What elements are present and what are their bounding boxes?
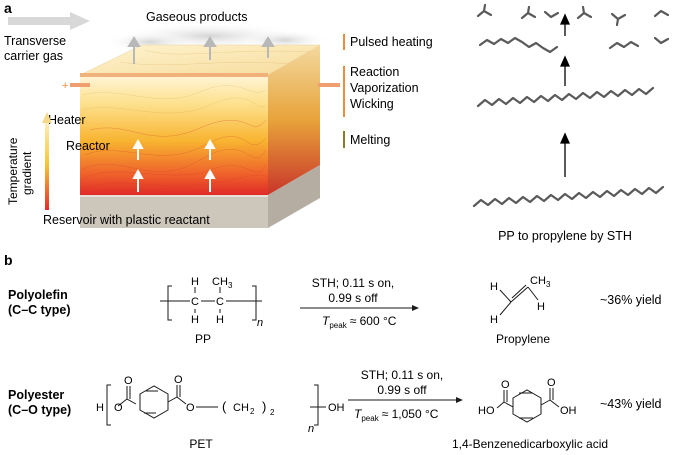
prop-ch3: CH — [530, 275, 546, 287]
prop-h2: H — [490, 314, 498, 326]
row1-temp: Tpeak≈ 600 °C — [322, 314, 397, 330]
reservoir-label: Reservoir with plastic reactant — [43, 213, 210, 227]
polyester-type: (C–O type) — [8, 403, 71, 417]
pet-o1: O — [114, 402, 123, 414]
pet-oh: OH — [328, 402, 345, 414]
pet-label: PET — [189, 437, 213, 451]
tpa-oh: OH — [560, 405, 577, 417]
row2-temp: Tpeak≈ 1,050 °C — [354, 407, 439, 423]
vapor-arrows — [127, 36, 275, 64]
pet-paren-open: ( — [222, 399, 227, 414]
row1-conditions-1: STH; 0.11 s on, — [312, 276, 394, 290]
pp-n: n — [257, 317, 263, 329]
pp-to-propylene-caption: PP to propylene by STH — [498, 229, 632, 243]
heater-lead — [70, 83, 90, 87]
pet-paren-close: ) — [262, 399, 266, 414]
pet-n: n — [308, 423, 314, 435]
row2-yield: ~43% yield — [600, 397, 662, 411]
tpa-ho: HO — [478, 405, 495, 417]
polyolefin-type: (C–C type) — [8, 303, 71, 317]
heater-lead-right — [318, 83, 340, 87]
pp-c1: C — [191, 296, 199, 308]
heater-label: Heater — [48, 113, 86, 127]
pp-h-bot2: H — [216, 314, 224, 326]
tpa-o1: O — [501, 379, 510, 391]
polyester-class: Polyester — [8, 388, 64, 402]
reaction-arrows — [559, 13, 571, 177]
pet-ch2-sub: 2 — [250, 407, 255, 416]
polyolefin-class: Polyolefin — [8, 288, 68, 302]
temperature-arrow-icon — [42, 112, 52, 210]
temperature-label-line1: Temperature — [6, 137, 20, 205]
wicking-label: Wicking — [350, 97, 394, 111]
row1-arrow — [300, 305, 419, 311]
pp-h-bot1: H — [191, 314, 199, 326]
molecule-illustration — [472, 3, 670, 208]
carrier-gas-line2: carrier gas — [4, 49, 63, 63]
row1-conditions-2: 0.99 s off — [328, 291, 378, 305]
row2-conditions-1: STH; 0.11 s on, — [361, 368, 443, 382]
pet-structure — [106, 384, 326, 426]
carrier-gas-line1: Transverse — [4, 34, 66, 48]
propylene-label: Propylene — [496, 332, 550, 346]
row2-arrow — [348, 397, 463, 403]
pp-ch3: CH — [212, 276, 228, 288]
panel-b-label: b — [4, 252, 13, 268]
pulsed-heating-label: Pulsed heating — [350, 35, 433, 49]
pp-ch3-sub: 3 — [228, 281, 233, 290]
propylene-structure — [499, 284, 539, 316]
tpa-label: 1,4-Benzenedicarboxylic acid — [452, 437, 608, 451]
pp-c2: C — [216, 296, 224, 308]
prop-h3: H — [537, 301, 545, 313]
pet-o4: O — [186, 402, 195, 414]
reactor-label: Reactor — [66, 139, 110, 153]
panel-a-label: a — [4, 0, 12, 16]
prop-ch3-sub: 3 — [546, 280, 551, 289]
row2-conditions-2: 0.99 s off — [377, 383, 427, 397]
gaseous-products-label: Gaseous products — [146, 10, 247, 24]
reaction-label: Reaction — [350, 65, 399, 79]
pp-h-top: H — [191, 276, 199, 288]
pp-label: PP — [195, 332, 211, 346]
pet-o3: O — [174, 374, 183, 386]
wicking-arrows — [132, 138, 216, 192]
tpa-o2: O — [547, 377, 556, 389]
pet-ch2: CH — [233, 402, 249, 414]
vaporization-label: Vaporization — [350, 81, 419, 95]
melting-label: Melting — [350, 133, 390, 147]
row1-yield: ~36% yield — [600, 293, 662, 307]
pet-sub2: 2 — [270, 408, 275, 417]
temperature-label-line2: gradient — [20, 151, 34, 195]
reactor-block — [79, 44, 321, 228]
carrier-gas-arrow-icon — [8, 12, 90, 30]
prop-h1: H — [490, 281, 498, 293]
plus-sign: + — [62, 80, 68, 92]
terephthalic-acid-structure — [496, 388, 560, 423]
pet-h: H — [96, 402, 104, 414]
pet-o2: O — [124, 375, 133, 387]
pp-structure — [160, 285, 262, 321]
